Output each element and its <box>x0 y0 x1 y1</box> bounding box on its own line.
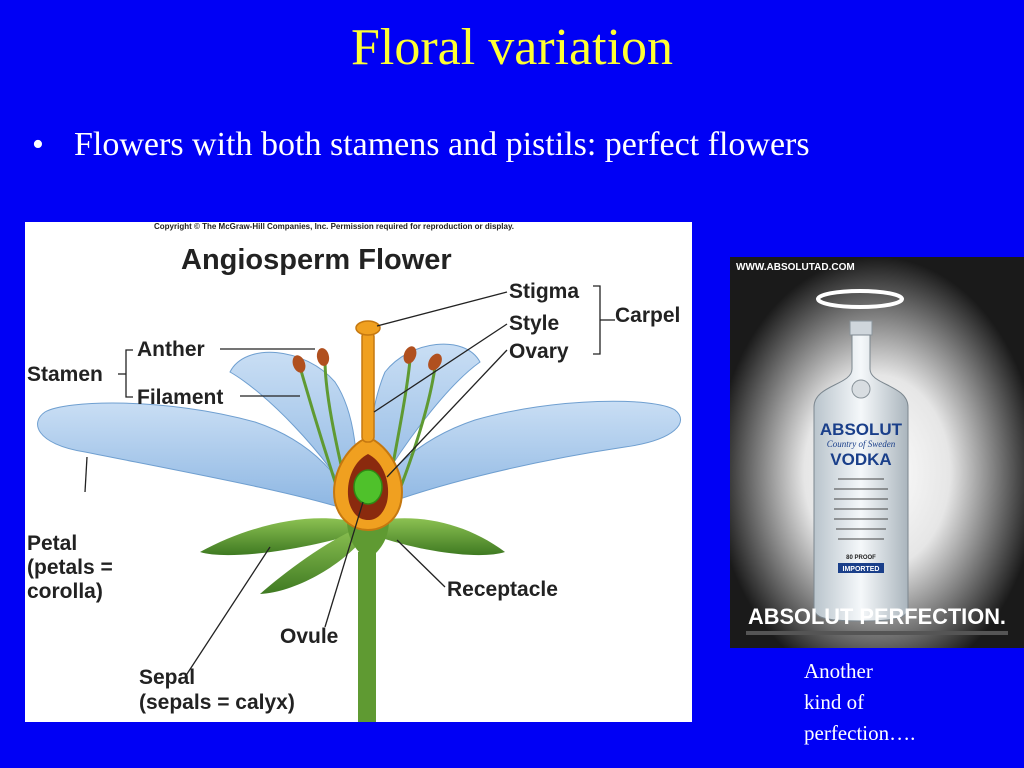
label-receptacle: Receptacle <box>447 578 558 601</box>
leader-lines <box>84 285 615 678</box>
anther-4 <box>428 353 442 371</box>
ad-brand-label: ABSOLUT <box>820 420 903 439</box>
slide-title: Floral variation <box>350 19 674 76</box>
label-ovule: Ovule <box>280 625 338 648</box>
stigma <box>355 320 381 336</box>
ad-product: VODKA <box>830 450 891 469</box>
label-stigma: Stigma <box>509 280 579 303</box>
label-sepal: Sepal <box>139 666 195 689</box>
ad-imported: IMPORTED <box>843 566 880 573</box>
imported-badge <box>838 563 884 573</box>
label-stamen: Stamen <box>27 363 103 386</box>
diagram-title: Angiosperm Flower <box>181 244 452 276</box>
bottle-body <box>813 334 909 622</box>
label-filament: Filament <box>137 386 223 409</box>
ad-caption: Another kind of perfection…. <box>804 656 1014 749</box>
bottle-seal <box>851 379 871 399</box>
ad-url: WWW.ABSOLUTAD.COM <box>736 262 855 273</box>
sepal-right <box>370 518 505 556</box>
bullet-item: • Flowers with both stamens and pistils: … <box>32 126 810 164</box>
anther-2 <box>316 348 330 366</box>
anther-1 <box>292 355 306 373</box>
ad-fine-print <box>746 631 1008 635</box>
ad-tagline: ABSOLUT PERFECTION. <box>748 604 1006 629</box>
caption-line-3: perfection…. <box>804 721 916 745</box>
petal-back-left <box>229 351 358 509</box>
label-petal: Petal <box>27 532 77 555</box>
ovule <box>353 469 383 505</box>
label-anther: Anther <box>137 338 205 361</box>
bullet-glyph: • <box>32 126 44 163</box>
petal-right <box>364 400 681 513</box>
halo-icon <box>816 289 904 309</box>
label-ovary: Ovary <box>509 340 569 363</box>
bottle-cap <box>849 320 873 336</box>
bottle-fine-print <box>834 478 888 540</box>
caption-line-2: kind of <box>804 690 865 714</box>
stem <box>358 552 376 722</box>
bullet-text: Flowers with both stamens and pistils: p… <box>74 126 810 163</box>
absolut-vodka-ad: WWW.ABSOLUTAD.COM ABSOLUT Country of Swe… <box>730 257 1024 648</box>
copyright-notice: Copyright © The McGraw-Hill Companies, I… <box>154 222 514 231</box>
sepal-lower-left <box>260 527 365 594</box>
ad-illustration: WWW.ABSOLUTAD.COM ABSOLUT Country of Swe… <box>730 257 1024 648</box>
angiosperm-flower-diagram: Copyright © The McGraw-Hill Companies, I… <box>25 222 692 722</box>
sepal-left <box>200 518 355 556</box>
label-calyx: (sepals = calyx) <box>139 691 295 714</box>
anther-3 <box>403 346 417 364</box>
caption-line-1: Another <box>804 659 873 683</box>
petal-left <box>37 402 356 513</box>
label-petal-note: (petals = <box>27 556 113 579</box>
style <box>361 331 375 443</box>
label-corolla-text: corolla) <box>27 580 103 603</box>
ad-origin: Country of Sweden <box>827 439 896 449</box>
label-carpel: Carpel <box>615 304 680 327</box>
flower-illustration: Copyright © The McGraw-Hill Companies, I… <box>27 222 681 722</box>
ad-proof: 80 PROOF <box>846 555 876 561</box>
label-style: Style <box>509 312 559 335</box>
